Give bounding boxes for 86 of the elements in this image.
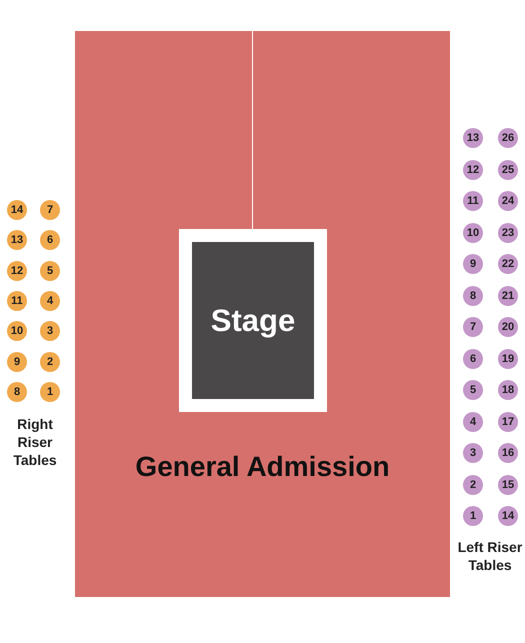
seat-number: 22 (502, 258, 514, 270)
table-seat (463, 160, 483, 180)
seat-number: 7 (46, 204, 54, 216)
table-seat (7, 290, 27, 311)
seat-number: 9 (470, 258, 476, 270)
seat-number: 8 (470, 290, 476, 302)
table-seat (498, 443, 518, 463)
table-seat (463, 317, 483, 337)
seat-number: 17 (502, 416, 514, 428)
table-seat (40, 230, 60, 250)
seat-number: 2 (470, 478, 476, 490)
seat-number: 13 (10, 234, 24, 246)
table-seat (498, 191, 518, 211)
area-label: General Admission (134, 451, 391, 483)
seat-number: 2 (46, 356, 54, 368)
table-seat (7, 230, 27, 250)
general-admission-area (75, 31, 450, 597)
table-seat (40, 260, 60, 281)
seat-number: 10 (466, 226, 480, 238)
table-seat (463, 506, 483, 526)
table-seat (498, 254, 518, 274)
seat-number: 14 (10, 204, 24, 216)
table-seat (498, 506, 518, 526)
seat-number: 7 (470, 321, 476, 333)
table-seat (463, 474, 483, 494)
seat-number: 25 (502, 164, 514, 176)
seat-number: 6 (46, 234, 54, 246)
table-seat (498, 128, 518, 148)
table-seat (7, 321, 27, 342)
table-seat (40, 200, 60, 220)
table-seat (40, 352, 60, 372)
seat-number: 4 (470, 416, 476, 428)
seat-number: 18 (502, 384, 514, 396)
seat-number: 11 (11, 294, 23, 307)
seat-number: 24 (502, 195, 514, 207)
table-seat (7, 382, 27, 402)
seat-number: 16 (502, 447, 514, 459)
seat-number: 4 (46, 294, 54, 307)
table-seat (498, 317, 518, 337)
seat-number: 5 (46, 264, 54, 277)
table-seat (40, 290, 60, 311)
section-label: Left Riser Tables (456, 538, 524, 574)
seat-number: 10 (10, 325, 24, 338)
seat-number: 11 (467, 195, 479, 207)
seat-number: 12 (466, 164, 480, 176)
table-seat (40, 321, 60, 342)
table-seat (463, 443, 483, 463)
table-seat (463, 380, 483, 400)
seat-number: 15 (502, 478, 514, 490)
table-seat (463, 412, 483, 432)
seat-number: 8 (14, 386, 20, 398)
seat-number: 19 (502, 352, 514, 364)
stage (179, 229, 327, 412)
seat-number: 12 (10, 264, 24, 277)
table-seat (7, 352, 27, 372)
seat-number: 20 (502, 321, 514, 333)
seat-number: 21 (502, 290, 514, 302)
table-seat (463, 128, 483, 148)
table-seat (498, 380, 518, 400)
table-seat (463, 348, 483, 368)
table-seat (463, 254, 483, 274)
table-seat (498, 474, 518, 494)
table-seat (498, 412, 518, 432)
seat-number: 6 (470, 352, 476, 364)
table-seat (498, 286, 518, 306)
seat-number: 9 (14, 356, 20, 368)
seat-number: 1 (46, 386, 54, 398)
table-seat (40, 382, 60, 402)
table-seat (463, 286, 483, 306)
seat-number: 3 (46, 325, 54, 338)
seat-number: 14 (502, 510, 514, 522)
table-seat (463, 222, 483, 242)
table-seat (463, 191, 483, 211)
seat-number: 23 (502, 226, 514, 238)
table-seat (498, 160, 518, 180)
seat-number: 13 (466, 132, 480, 144)
seat-number: 1 (470, 510, 476, 522)
table-seat (498, 222, 518, 242)
table-seat (7, 260, 27, 281)
section-label: Right Riser Tables (12, 415, 58, 469)
seat-number: 5 (470, 384, 476, 396)
stage-label: Stage (210, 302, 296, 338)
seat-number: 3 (470, 447, 476, 459)
table-seat (7, 200, 27, 220)
seat-number: 26 (502, 132, 514, 144)
table-seat (498, 348, 518, 368)
